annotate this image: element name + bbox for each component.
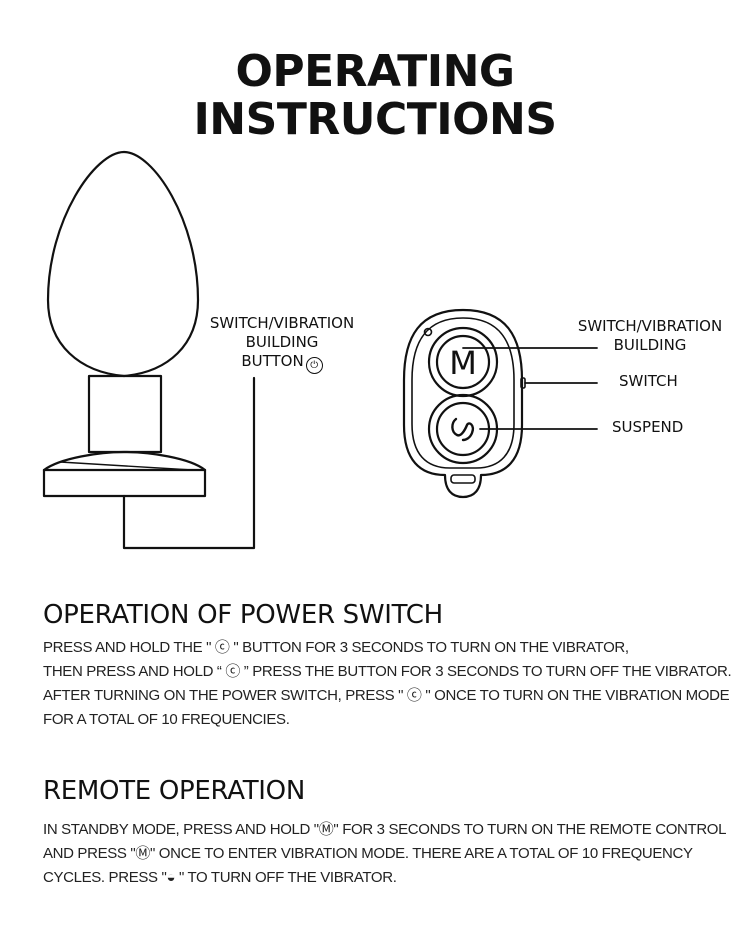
remote-mode-label-line-1: SWITCH/VIBRATION	[577, 317, 723, 335]
remote-line-2: AND PRESS "Ⓜ" ONCE TO ENTER VIBRATION MO…	[43, 845, 693, 862]
device-button-label: SWITCH/VIBRATION BUILDING BUTTON⏻	[200, 314, 364, 374]
plug-head-outline	[46, 150, 200, 378]
power-line-4: FOR A TOTAL OF 10 FREQUENCIES.	[43, 711, 290, 728]
device-label-line-1: SWITCH/VIBRATION	[209, 314, 355, 332]
power-line-2: THEN PRESS AND HOLD “ ⓒ ” PRESS THE BUTT…	[43, 663, 732, 680]
plug-base	[42, 468, 207, 498]
title-line-2: INSTRUCTIONS	[193, 94, 557, 145]
power-line-1: PRESS AND HOLD THE " ⓒ " BUTTON FOR 3 SE…	[43, 639, 629, 656]
device-callout-line	[122, 376, 256, 550]
device-label-line-3: BUTTON⏻	[200, 352, 364, 374]
power-icon: ⏻	[305, 357, 323, 374]
diagram-illustration: M	[42, 150, 598, 550]
remote-switch-label: SWITCH	[619, 372, 678, 390]
mode-glyph-icon: M	[449, 344, 477, 382]
remote-operation-instructions: IN STANDBY MODE, PRESS AND HOLD "Ⓜ" FOR …	[43, 818, 748, 890]
suspend-symbol	[451, 417, 474, 442]
power-switch-instructions: PRESS AND HOLD THE " ⓒ " BUTTON FOR 3 SE…	[43, 636, 748, 732]
power-line-3: AFTER TURNING ON THE POWER SWITCH, PRESS…	[43, 687, 730, 704]
remote-mode-label: SWITCH/VIBRATION BUILDING	[568, 317, 732, 355]
title-line-1: OPERATING	[235, 46, 515, 97]
remote-operation-heading: REMOTE OPERATION	[43, 776, 305, 806]
remote-body	[402, 308, 524, 499]
page-title: OPERATING INSTRUCTIONS	[0, 48, 750, 144]
remote-suspend-label: SUSPEND	[612, 418, 684, 436]
remote-line-3: CYCLES. PRESS "◒ " TO TURN OFF THE VIBRA…	[43, 869, 397, 886]
power-switch-heading: OPERATION OF POWER SWITCH	[43, 600, 443, 630]
remote-line-1: IN STANDBY MODE, PRESS AND HOLD "Ⓜ" FOR …	[43, 821, 727, 838]
product-diagram: M SWITCH/VIBRATION BUILDING BUTTON⏻ SWIT…	[0, 140, 750, 560]
device-label-line-2: BUILDING	[245, 333, 319, 351]
plug-neck	[87, 374, 163, 454]
lanyard-slot	[450, 474, 476, 484]
remote-mode-label-line-2: BUILDING	[613, 336, 687, 354]
remote-inner	[411, 317, 515, 469]
